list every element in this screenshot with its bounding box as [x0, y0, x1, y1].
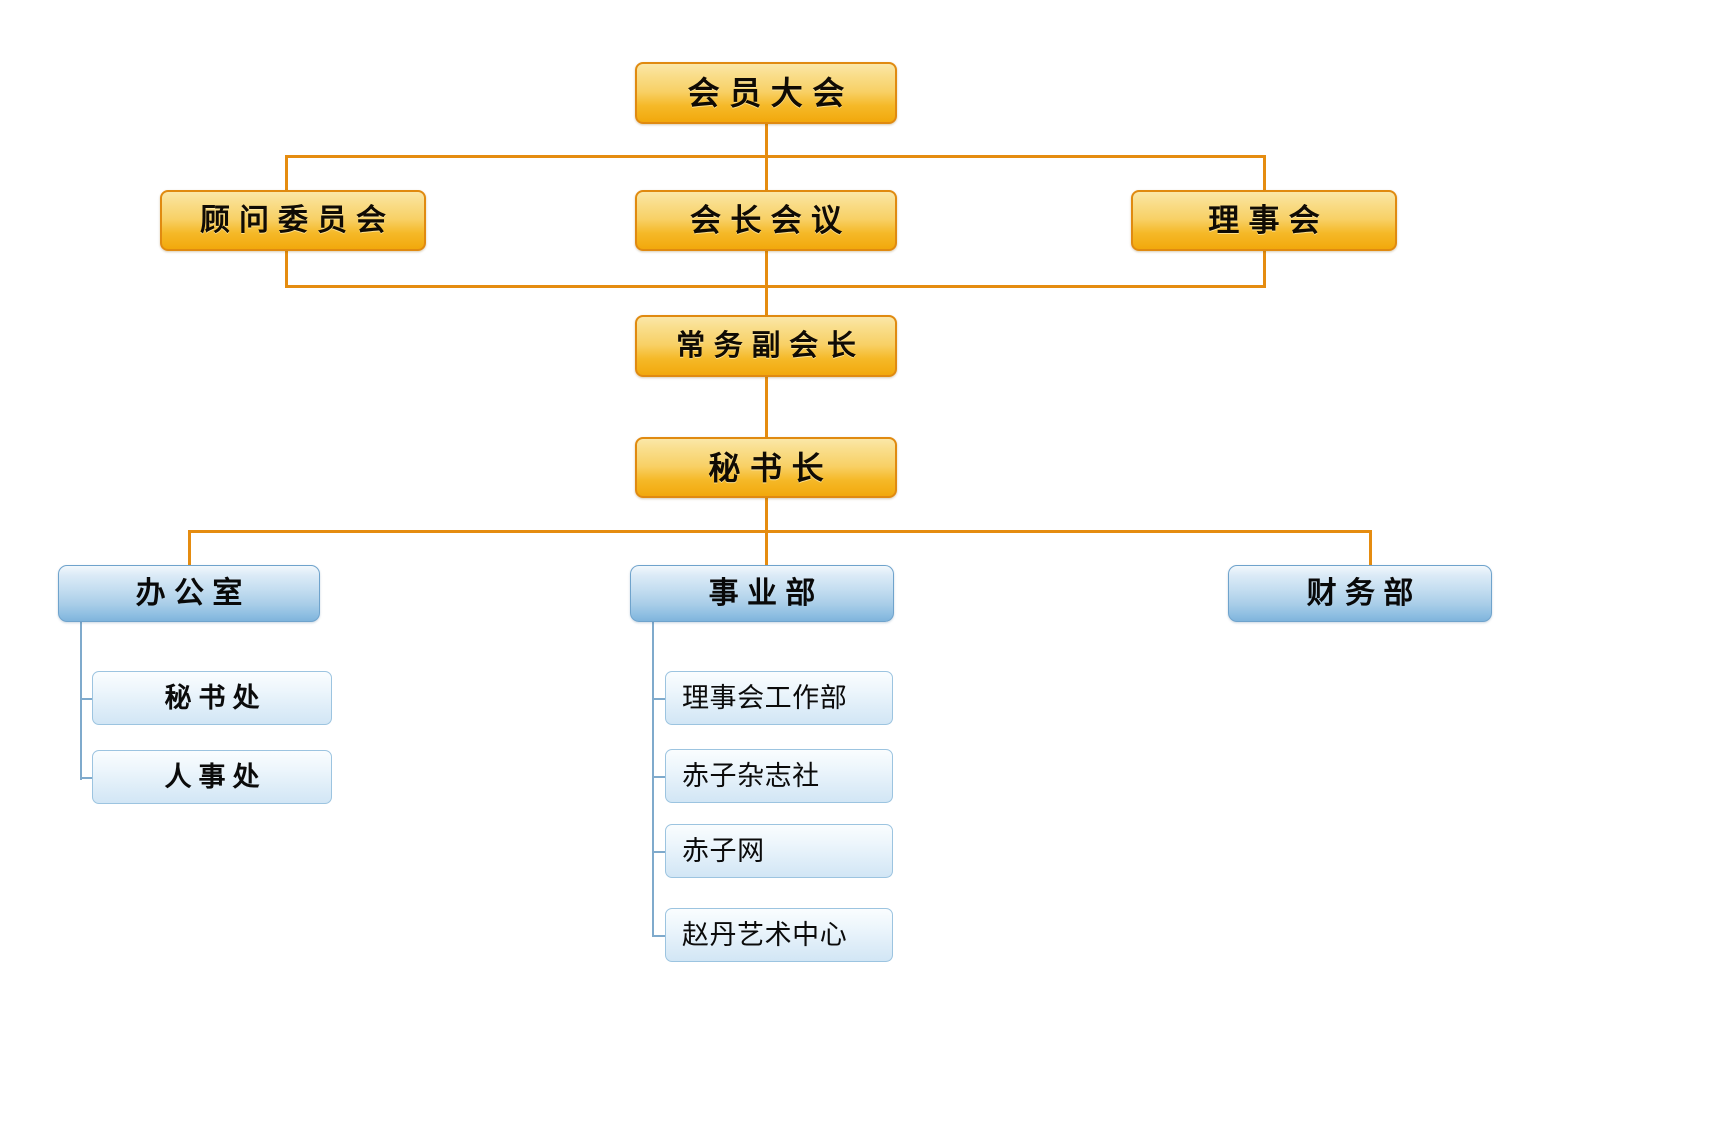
node-business-child-board-work-dept-label: 理事会工作部	[682, 682, 848, 713]
node-office-label: 办公室	[135, 576, 251, 610]
node-business-child-chizi-web[interactable]: 赤子网	[665, 824, 893, 878]
connector-office-child-1	[80, 698, 93, 700]
node-office-child-personnel[interactable]: 人事处	[92, 750, 332, 804]
node-business-child-chizi-web-label: 赤子网	[682, 835, 765, 866]
connector-to-president-meeting	[765, 155, 768, 190]
node-board-of-directors[interactable]: 理事会	[1131, 190, 1397, 251]
node-members-assembly-label: 会员大会	[687, 75, 854, 111]
node-executive-vice-president-label: 常务副会长	[676, 329, 865, 362]
connector-exec-to-secretary	[765, 377, 768, 439]
node-members-assembly[interactable]: 会员大会	[635, 62, 897, 124]
node-business-child-chizi-magazine-label: 赤子杂志社	[682, 760, 820, 791]
connector-business-child-4	[652, 935, 665, 937]
connector-row2-bus	[285, 155, 1266, 158]
connector-business-child-1	[652, 698, 665, 700]
node-advisory-committee[interactable]: 顾问委员会	[160, 190, 426, 251]
node-business-child-chizi-magazine[interactable]: 赤子杂志社	[665, 749, 893, 803]
connector-assembly-down	[765, 124, 768, 157]
node-executive-vice-president[interactable]: 常务副会长	[635, 315, 897, 377]
connector-board-down	[1263, 251, 1266, 287]
node-office-child-secretariat-label: 秘书处	[164, 682, 267, 713]
node-board-of-directors-label: 理事会	[1208, 203, 1330, 238]
connector-to-exec-vice-president	[765, 251, 768, 315]
node-president-meeting-label: 会长会议	[690, 203, 852, 238]
connector-secretary-down	[765, 498, 768, 532]
connector-to-office	[188, 530, 191, 565]
connector-office-spine	[80, 622, 82, 780]
node-secretary-general-label: 秘书长	[708, 449, 834, 486]
node-business-division[interactable]: 事业部	[630, 565, 894, 622]
connector-business-spine	[652, 622, 654, 936]
connector-business-child-3	[652, 851, 665, 853]
node-office[interactable]: 办公室	[58, 565, 320, 622]
node-office-child-personnel-label: 人事处	[164, 761, 267, 792]
connector-to-finance	[1369, 530, 1372, 565]
connector-to-board	[1263, 155, 1266, 190]
node-business-division-label: 事业部	[708, 576, 824, 610]
node-business-child-board-work-dept[interactable]: 理事会工作部	[665, 671, 893, 725]
node-secretary-general[interactable]: 秘书长	[635, 437, 897, 498]
connector-to-advisory	[285, 155, 288, 190]
connector-office-child-2	[80, 777, 93, 779]
node-president-meeting[interactable]: 会长会议	[635, 190, 897, 251]
node-finance-department-label: 财务部	[1306, 576, 1422, 610]
node-business-child-zhaodan-art-center-label: 赵丹艺术中心	[682, 919, 848, 950]
connector-advisory-down	[285, 251, 288, 287]
node-office-child-secretariat[interactable]: 秘书处	[92, 671, 332, 725]
node-finance-department[interactable]: 财务部	[1228, 565, 1492, 622]
connector-to-business-division	[765, 530, 768, 565]
connector-row2-lower-bus	[285, 285, 1266, 288]
connector-business-child-2	[652, 776, 665, 778]
node-advisory-committee-label: 顾问委员会	[200, 203, 395, 237]
node-business-child-zhaodan-art-center[interactable]: 赵丹艺术中心	[665, 908, 893, 962]
connector-departments-bus	[188, 530, 1371, 533]
